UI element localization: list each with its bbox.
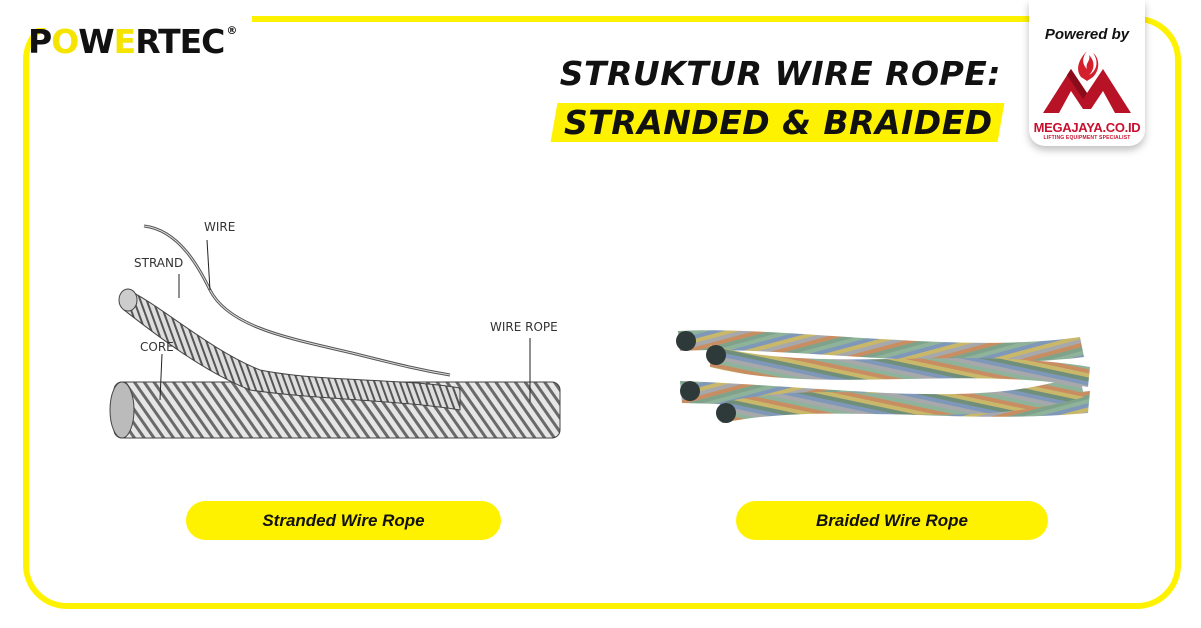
frame-gap-left bbox=[0, 8, 252, 28]
sponsor-tagline: LIFTING EQUIPMENT SPECIALIST bbox=[1043, 135, 1131, 141]
powered-by-label: Powered by bbox=[1044, 26, 1130, 43]
braided-wire-rope-illustration bbox=[660, 315, 1100, 435]
logo-letter: W bbox=[78, 22, 114, 61]
caption-braided-wire-rope: Braided Wire Rope bbox=[736, 501, 1048, 540]
stranded-rope-illustration bbox=[109, 224, 561, 439]
label-wire: WIRE bbox=[204, 220, 236, 234]
title-highlight: STRANDED & BRAIDED bbox=[550, 103, 1005, 142]
sponsor-card: Powered by MEGAJAYA.CO.ID LIFTING EQUIPM… bbox=[1029, 0, 1145, 146]
label-core: CORE bbox=[140, 340, 174, 354]
logo-letter: O bbox=[51, 22, 79, 61]
page-title: STRUKTUR WIRE ROPE: STRANDED & BRAIDED bbox=[550, 54, 1005, 142]
braided-rope-graphic bbox=[676, 330, 1090, 423]
stranded-wire-rope-diagram: WIRE STRAND CORE WIRE ROPE bbox=[100, 210, 580, 450]
logo-letter: E bbox=[113, 22, 137, 61]
megajaya-m-flame-icon bbox=[1043, 51, 1131, 113]
registered-mark: ® bbox=[226, 24, 237, 37]
yellow-frame bbox=[23, 16, 1181, 609]
label-wire-rope: WIRE ROPE bbox=[490, 320, 558, 334]
powertec-logo: P O W E RTEC ® bbox=[28, 22, 237, 61]
title-line-1: STRUKTUR WIRE ROPE: bbox=[559, 54, 1001, 93]
label-strand: STRAND bbox=[134, 256, 184, 270]
title-line-2: STRANDED & BRAIDED bbox=[564, 103, 993, 142]
logo-letter: P bbox=[28, 22, 52, 61]
caption-stranded-text: Stranded Wire Rope bbox=[262, 510, 425, 530]
caption-stranded-wire-rope: Stranded Wire Rope bbox=[186, 501, 501, 540]
logo-letter: RTEC bbox=[135, 22, 225, 61]
caption-braided-text: Braided Wire Rope bbox=[816, 510, 968, 530]
sponsor-name: MEGAJAYA.CO.ID bbox=[1033, 120, 1141, 135]
